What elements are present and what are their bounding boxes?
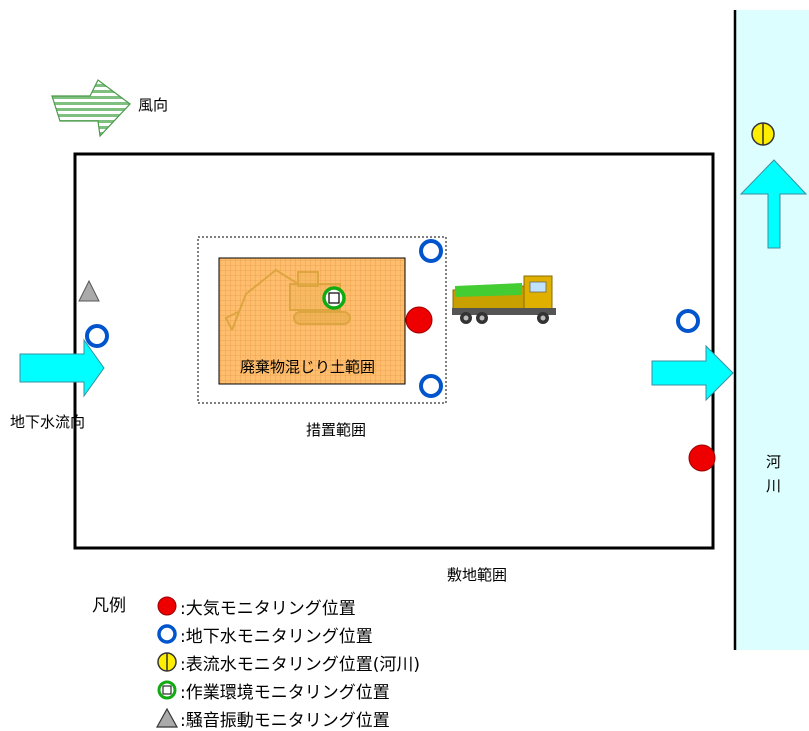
legend-red-circle-icon xyxy=(157,596,177,616)
surface-water-monitor-marker xyxy=(751,122,775,146)
groundwater-flow-label: 地下水流向 xyxy=(10,413,86,431)
dump-truck-icon xyxy=(452,275,556,324)
legend-gray-triangle-icon xyxy=(156,707,178,728)
wind-direction-arrow xyxy=(51,79,131,138)
legend-item-groundwater: :地下水モニタリング位置 xyxy=(156,622,373,647)
groundwater-outflow-arrow xyxy=(651,344,734,402)
legend-item-work-environment: :作業環境モニタリング位置 xyxy=(156,678,390,703)
legend-blue-ring-icon xyxy=(157,624,177,644)
legend-label: :大気モニタリング位置 xyxy=(180,598,356,619)
legend-item-noise-vibration: :騒音振動モニタリング位置 xyxy=(156,706,390,731)
noise-vibration-marker xyxy=(78,279,100,302)
river-flow-arrow xyxy=(739,159,808,249)
river-label: 河川 xyxy=(766,453,782,495)
river-area xyxy=(735,10,809,650)
legend-yellow-split-circle-icon xyxy=(157,652,177,672)
groundwater-monitor-marker xyxy=(85,324,109,348)
legend-label: :表流水モニタリング位置(河川) xyxy=(180,654,420,675)
legend-green-ring-square-icon xyxy=(157,680,177,700)
groundwater-inflow-arrow xyxy=(19,338,105,398)
legend-label: :地下水モニタリング位置 xyxy=(180,626,373,647)
air-monitor-marker xyxy=(405,306,433,334)
legend-label: :作業環境モニタリング位置 xyxy=(180,682,390,703)
legend-label: :騒音振動モニタリング位置 xyxy=(180,710,390,731)
measure-area-label: 措置範囲 xyxy=(306,421,367,439)
legend-item-air: :大気モニタリング位置 xyxy=(156,594,356,619)
legend-title: 凡例 xyxy=(92,596,126,616)
groundwater-monitor-marker xyxy=(419,374,443,398)
legend-item-surface-water: :表流水モニタリング位置(河川) xyxy=(156,650,420,675)
site-area-label: 敷地範囲 xyxy=(447,566,508,584)
waste-soil-area xyxy=(218,257,406,385)
groundwater-monitor-marker xyxy=(419,239,443,263)
air-monitor-marker xyxy=(688,444,716,472)
site-boundary xyxy=(73,152,715,550)
measure-area-boundary xyxy=(197,236,447,404)
waste-soil-area-label: 廃棄物混じり土範囲 xyxy=(240,358,376,376)
groundwater-monitor-marker xyxy=(676,309,700,333)
wind-direction-label: 風向 xyxy=(138,96,169,114)
work-environment-marker xyxy=(322,286,346,310)
